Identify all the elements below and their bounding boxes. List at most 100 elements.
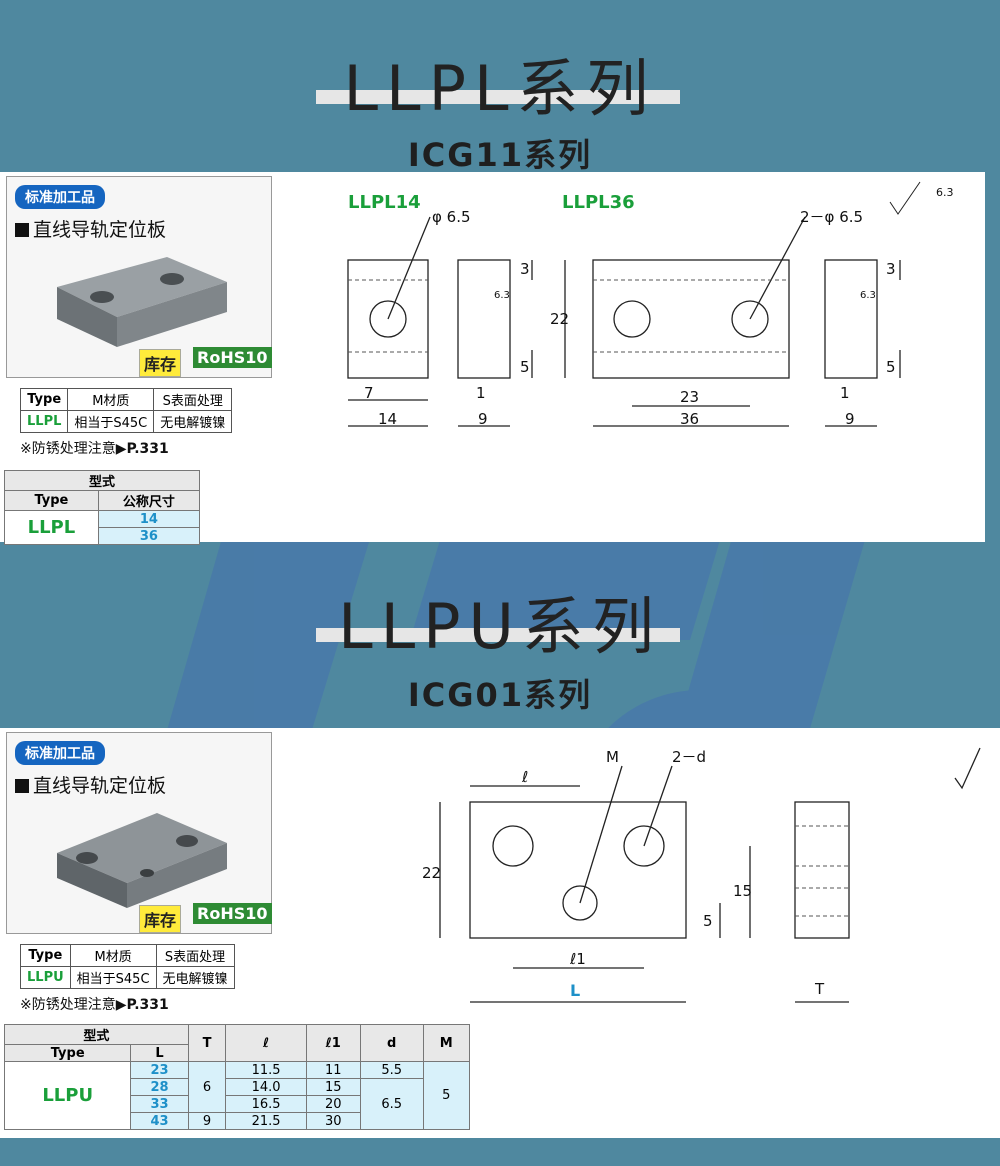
spec-header-surface: S表面处理 (153, 388, 233, 411)
spec-surface-value: 无电解镀镍 (155, 966, 235, 989)
spec-surface-value: 无电解镀镍 (153, 410, 233, 433)
col-M: M (422, 1024, 471, 1062)
L-43: 43 (130, 1112, 189, 1130)
T-9: 9 (187, 1112, 227, 1130)
llpu-drawing: M 2－d ℓ ℓ1 L T 22 15 5 (422, 747, 981, 1003)
l1-15: 15 (305, 1078, 361, 1096)
spec-material-value: 相当于S45C (67, 410, 155, 433)
stock-tag-2: 库存 (139, 905, 182, 933)
spec-header-material: M材质 (67, 388, 155, 411)
dim-36: 36 (680, 410, 699, 428)
rust-note-2: ※防锈处理注意▶P.331 (20, 997, 169, 1013)
spec-header-surface: S表面处理 (155, 944, 235, 967)
size-header-type: Type (4, 490, 99, 511)
size-table: 型式 Type 公称尺寸 LLPL 14 36 (4, 470, 201, 545)
l-16-5: 16.5 (225, 1095, 307, 1113)
title-underline (316, 90, 680, 104)
d-6-5: 6.5 (359, 1078, 424, 1130)
l1-20: 20 (305, 1095, 361, 1113)
dim-15: 15 (733, 882, 752, 900)
dim-3b: 3 (886, 260, 896, 278)
label-2d: 2－d (672, 748, 706, 766)
rohs-tag-2: RoHS10 (193, 903, 272, 924)
l1-30: 30 (305, 1112, 361, 1130)
l1-11: 11 (305, 1061, 361, 1079)
spec-header-material: M材质 (69, 944, 157, 967)
d-5-5: 5.5 (359, 1061, 424, 1079)
label-llpl14: LLPL14 (348, 192, 421, 213)
T-6: 6 (187, 1061, 227, 1113)
section1-panel: 标准加工品 直线导轨定位板 库存 RoHS10 Type M材质 S表面处理 L… (0, 172, 985, 545)
spec-type-value: LLPU (20, 966, 71, 989)
l-11-5: 11.5 (225, 1061, 307, 1079)
M-5: 5 (422, 1061, 471, 1130)
dim-22: 22 (550, 310, 569, 328)
title-underline-2 (316, 628, 680, 642)
dim-9b: 9 (845, 410, 855, 428)
product-name-2: 直线导轨定位板 (15, 771, 166, 798)
size-value-14: 14 (97, 510, 201, 528)
size-header-nominal: 公称尺寸 (97, 490, 201, 511)
label-llpl36: LLPL36 (562, 192, 635, 213)
size-type-value: LLPL (4, 510, 99, 545)
product-photo-2 (57, 813, 227, 908)
size-table-2: 型式 T ℓ ℓ1 d M Type L LLPU 23 6 11.5 11 5… (3, 1024, 471, 1130)
square-bullet-icon (15, 779, 29, 793)
llpl-drawing: LLPL14 LLPL36 φ 6.5 2－φ 6.5 7 14 1 9 3 5… (347, 181, 954, 428)
size-header-top: 型式 (4, 1024, 189, 1045)
size-header-type: Type (3, 1044, 132, 1062)
dim-23: 23 (680, 388, 699, 406)
roughness-a: 6.3 (494, 290, 510, 301)
spec-header-type: Type (20, 944, 71, 967)
hole-label-b: 2－φ 6.5 (800, 208, 863, 226)
standard-badge: 标准加工品 (15, 185, 105, 209)
L-23: 23 (130, 1061, 189, 1079)
label-M: M (606, 748, 619, 766)
spec-type-value: LLPL (19, 410, 69, 433)
L-33: 33 (130, 1095, 189, 1113)
product-photo (57, 257, 227, 347)
section1-subtitle: ICG11系列 (407, 136, 593, 174)
label-l1: ℓ1 (569, 950, 586, 968)
col-T: T (187, 1024, 227, 1062)
roughness-check-icon (889, 181, 921, 215)
L-28: 28 (130, 1078, 189, 1096)
section1-title: LLPL系列 (343, 52, 657, 125)
hole-label-a: φ 6.5 (432, 208, 471, 226)
section2-panel: 标准加工品 直线导轨定位板 库存 RoHS10 Type M材质 S表面处理 L… (0, 728, 1000, 1138)
spec-material-value: 相当于S45C (69, 966, 157, 989)
dim-7: 7 (364, 384, 374, 402)
material-table: Type M材质 S表面处理 LLPL 相当于S45C 无电解镀镍 (19, 388, 233, 433)
size-header-L: L (130, 1044, 189, 1062)
dim-14: 14 (378, 410, 397, 428)
dim-9a: 9 (478, 410, 488, 428)
rust-note: ※防锈处理注意▶P.331 (20, 441, 169, 457)
roughness-symbol: 6.3 (936, 186, 954, 199)
size-header-top: 型式 (4, 470, 200, 491)
product-image-box: 标准加工品 直线导轨定位板 库存 RoHS10 (6, 176, 272, 378)
stock-tag: 库存 (139, 349, 182, 377)
page-ref-icon: ▶ (115, 441, 127, 457)
label-T: T (814, 980, 825, 998)
col-l1: ℓ1 (305, 1024, 361, 1062)
dim-1b: 1 (840, 384, 850, 402)
spec-header-type: Type (19, 388, 69, 411)
dim-3a: 3 (520, 260, 530, 278)
standard-badge-2: 标准加工品 (15, 741, 105, 765)
label-l: ℓ (521, 768, 528, 786)
dim-5a: 5 (520, 358, 530, 376)
section2-subtitle: ICG01系列 (407, 676, 593, 714)
material-table-2: Type M材质 S表面处理 LLPU 相当于S45C 无电解镀镍 (20, 944, 235, 989)
rohs-tag: RoHS10 (193, 347, 272, 368)
square-bullet-icon (15, 223, 29, 237)
dim-1a: 1 (476, 384, 486, 402)
product-name: 直线导轨定位板 (15, 215, 166, 242)
roughness-b: 6.3 (860, 290, 876, 301)
dim-5: 5 (703, 912, 713, 930)
page-ref-icon: ▶ (115, 997, 127, 1013)
product-image-box-2: 标准加工品 直线导轨定位板 库存 RoHS10 (6, 732, 272, 934)
label-L: L (570, 981, 580, 1000)
col-d: d (359, 1024, 424, 1062)
section2-title: LLPU系列 (338, 590, 662, 663)
l-14-0: 14.0 (225, 1078, 307, 1096)
